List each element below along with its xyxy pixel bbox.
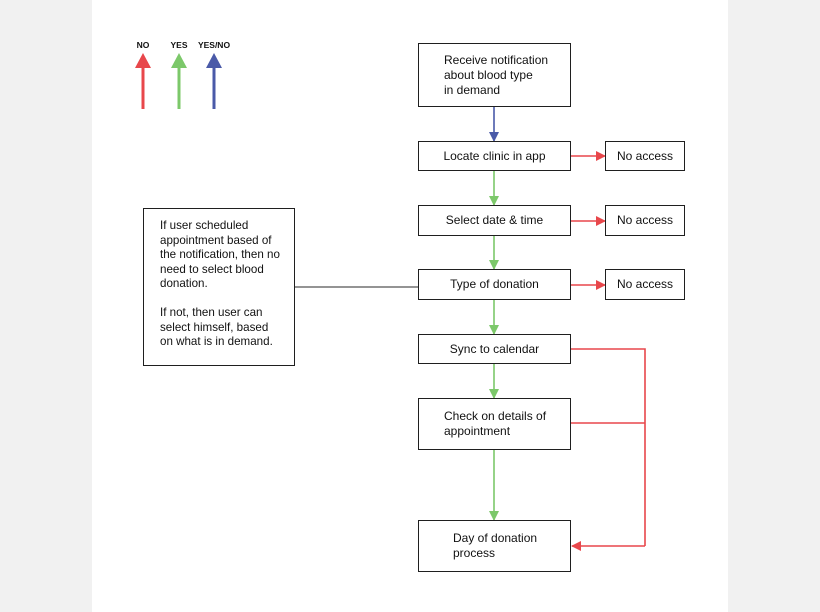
step-check-details: Check on details of appointment	[418, 398, 571, 450]
note-box: If user scheduled appointment based of t…	[143, 208, 295, 366]
step-sync-to-calendar: Sync to calendar	[418, 334, 571, 364]
step-day-of-donation: Day of donation process	[418, 520, 571, 572]
note-paragraph-2: If not, then user can select himself, ba…	[160, 305, 273, 349]
note-paragraph-1: If user scheduled appointment based of t…	[160, 219, 280, 291]
step-check-details-label: Check on details of appointment	[444, 409, 547, 438]
step-select-date-time: Select date & time	[418, 205, 571, 236]
no-access-type-donation-label: No access	[616, 277, 674, 291]
legend-label-no: NO	[136, 40, 150, 50]
legend-arrow-yes	[171, 53, 187, 109]
step-day-of-donation-label: Day of donation process	[453, 531, 538, 560]
no-access-locate: No access	[605, 141, 685, 171]
legend-arrow-yes-no	[206, 53, 222, 109]
no-access-locate-label: No access	[616, 148, 674, 163]
legend-label-yes: YES	[170, 40, 188, 50]
step-select-date-time-label: Select date & time	[445, 213, 544, 227]
no-access-select-date-label: No access	[616, 213, 674, 227]
no-access-type-donation: No access	[605, 269, 685, 300]
step-locate-clinic: Locate clinic in app	[418, 141, 571, 171]
legend-arrow-no	[135, 53, 151, 109]
step-type-of-donation-label: Type of donation	[450, 277, 539, 291]
no-access-select-date: No access	[605, 205, 685, 236]
step-sync-to-calendar-label: Sync to calendar	[449, 341, 540, 356]
step-locate-clinic-label: Locate clinic in app	[443, 148, 546, 163]
step-receive-notification-label: Receive notification about blood type in…	[444, 52, 549, 97]
step-type-of-donation: Type of donation	[418, 269, 571, 300]
legend-label-yes-no: YES/NO	[197, 40, 231, 50]
step-receive-notification: Receive notification about blood type in…	[418, 43, 571, 107]
route-sync-bypass	[571, 348, 646, 546]
